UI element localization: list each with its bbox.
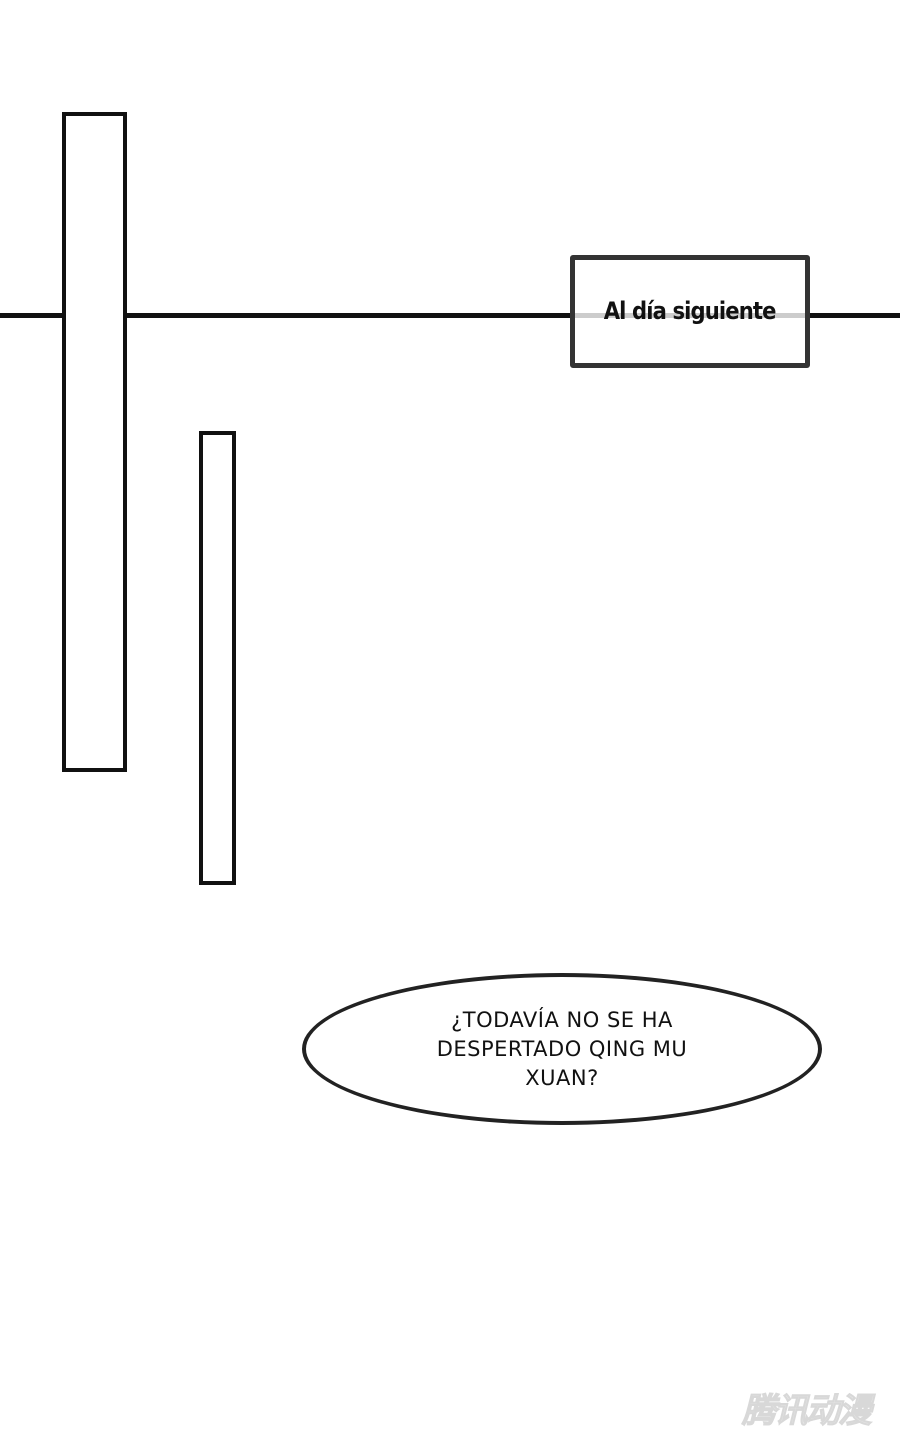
- panel-divider-line: [0, 313, 900, 318]
- caption-text: Al día siguiente: [604, 296, 777, 325]
- panel-frame-tall: [62, 112, 127, 772]
- speech-bubble: ¿Todavía no se ha despertado Qing Mu Xua…: [302, 973, 822, 1125]
- watermark-logo: 腾讯动漫: [742, 1391, 873, 1432]
- speech-bubble-text: ¿Todavía no se ha despertado Qing Mu Xua…: [436, 1007, 688, 1090]
- caption-box: Al día siguiente: [570, 255, 810, 368]
- panel-frame-narrow: [199, 431, 236, 885]
- caption-line-segment: [574, 313, 806, 318]
